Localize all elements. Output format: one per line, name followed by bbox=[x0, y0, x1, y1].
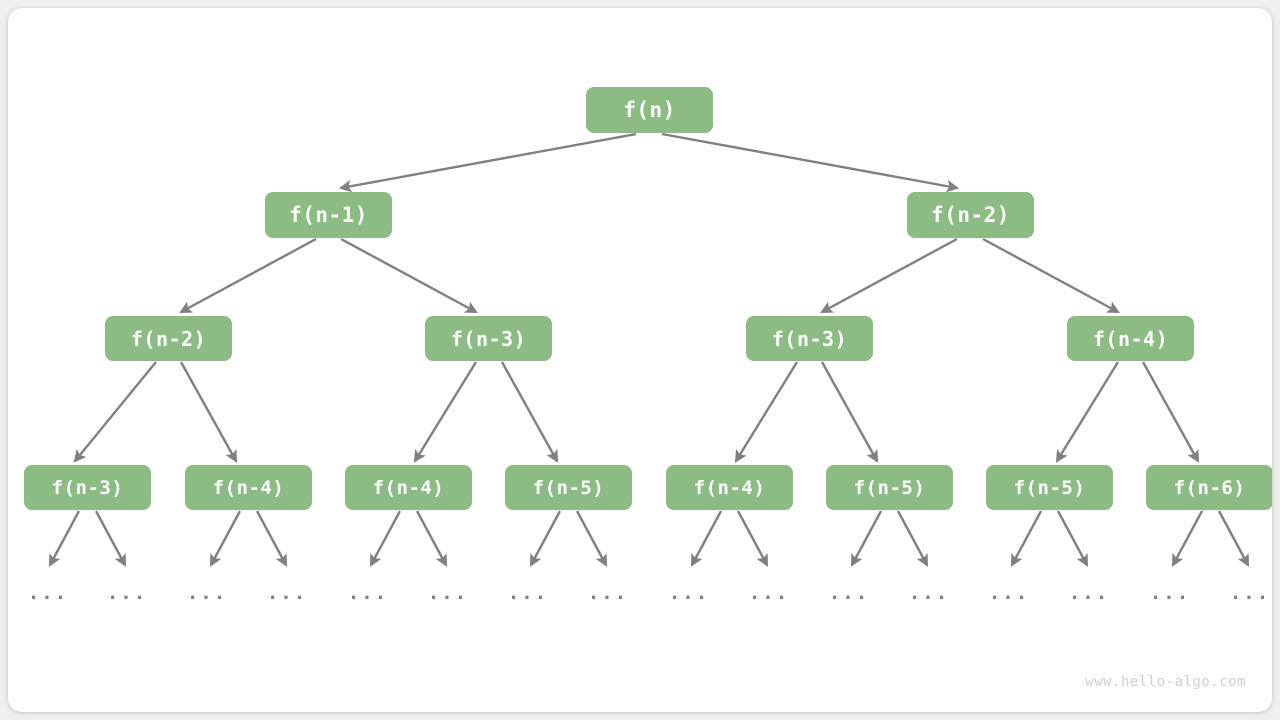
tree-node-n11[interactable]: f(n-4) bbox=[666, 465, 793, 510]
tree-edge-n1-to-n4 bbox=[340, 237, 478, 314]
tree-node-n2[interactable]: f(n-2) bbox=[907, 192, 1034, 238]
leaf-ellipsis-e9: ... bbox=[748, 582, 790, 604]
tree-node-n14[interactable]: f(n-6) bbox=[1146, 465, 1272, 510]
tree-edge-n14-to-e15 bbox=[1217, 510, 1250, 567]
leaf-ellipsis-e14: ... bbox=[1149, 582, 1191, 604]
leaf-ellipsis-e10: ... bbox=[828, 582, 870, 604]
tree-node-n4[interactable]: f(n-3) bbox=[425, 316, 552, 361]
diagram-canvas: f(n) f(n-1) f(n-2) f(n-2) f(n-3) f(n-3) f(n-4)… bbox=[8, 8, 1272, 712]
tree-edge-n5-to-n11 bbox=[734, 361, 799, 463]
leaf-ellipsis-e0: ... bbox=[27, 582, 69, 604]
tree-edge-n3-to-n8 bbox=[179, 361, 238, 463]
tree-edge-n4-to-n10 bbox=[500, 361, 559, 463]
tree-edge-n13-to-e12 bbox=[1010, 510, 1043, 567]
tree-node-n7[interactable]: f(n-3) bbox=[24, 465, 151, 510]
edge-group bbox=[48, 132, 1250, 567]
leaf-ellipsis-e13: ... bbox=[1068, 582, 1110, 604]
leaf-ellipsis-e5: ... bbox=[427, 582, 469, 604]
leaf-ellipsis-e15: ... bbox=[1229, 582, 1271, 604]
leaf-ellipsis-e3: ... bbox=[266, 582, 308, 604]
leaf-ellipsis-e11: ... bbox=[908, 582, 950, 604]
leaf-ellipsis-e6: ... bbox=[507, 582, 549, 604]
tree-node-n10[interactable]: f(n-5) bbox=[505, 465, 632, 510]
tree-edge-n0-to-n1 bbox=[338, 132, 637, 193]
leaf-ellipsis-e1: ... bbox=[106, 582, 148, 604]
watermark-label: www.hello-algo.com bbox=[1085, 674, 1246, 690]
tree-edge-n7-to-e1 bbox=[94, 510, 127, 567]
tree-edge-n10-to-e7 bbox=[575, 510, 608, 567]
tree-node-n6[interactable]: f(n-4) bbox=[1067, 316, 1194, 361]
tree-node-n8[interactable]: f(n-4) bbox=[185, 465, 312, 510]
tree-edge-n12-to-e11 bbox=[896, 510, 929, 567]
tree-node-n12[interactable]: f(n-5) bbox=[826, 465, 953, 510]
tree-edge-n10-to-e6 bbox=[529, 510, 562, 567]
tree-node-n5[interactable]: f(n-3) bbox=[746, 316, 873, 361]
tree-edge-n4-to-n9 bbox=[413, 361, 478, 463]
leaf-ellipsis-e4: ... bbox=[347, 582, 389, 604]
tree-edge-n14-to-e14 bbox=[1171, 510, 1204, 567]
tree-edge-n3-to-n7 bbox=[73, 361, 157, 463]
leaf-ellipsis-e7: ... bbox=[587, 582, 629, 604]
tree-edge-n8-to-e2 bbox=[209, 510, 242, 567]
leaf-ellipsis-e2: ... bbox=[186, 582, 228, 604]
tree-edge-n9-to-e4 bbox=[369, 510, 402, 567]
recursion-tree-edges bbox=[48, 132, 1250, 567]
tree-edge-n6-to-n14 bbox=[1141, 361, 1200, 463]
tree-edge-n13-to-e13 bbox=[1056, 510, 1089, 567]
tree-edge-n11-to-e9 bbox=[736, 510, 769, 567]
tree-node-n13[interactable]: f(n-5) bbox=[986, 465, 1113, 510]
tree-node-n3[interactable]: f(n-2) bbox=[105, 316, 232, 361]
tree-edge-n5-to-n12 bbox=[820, 361, 879, 463]
tree-edge-n2-to-n5 bbox=[820, 237, 958, 314]
tree-edge-n8-to-e3 bbox=[255, 510, 288, 567]
tree-node-n0[interactable]: f(n) bbox=[586, 87, 713, 133]
tree-node-n1[interactable]: f(n-1) bbox=[265, 192, 392, 238]
tree-edge-n9-to-e5 bbox=[415, 510, 448, 567]
tree-edge-n6-to-n13 bbox=[1055, 361, 1120, 463]
tree-edge-n1-to-n3 bbox=[179, 237, 317, 314]
leaf-ellipsis-e12: ... bbox=[988, 582, 1030, 604]
tree-node-n9[interactable]: f(n-4) bbox=[345, 465, 472, 510]
tree-edge-n12-to-e10 bbox=[850, 510, 883, 567]
tree-edge-n11-to-e8 bbox=[690, 510, 723, 567]
tree-edge-n2-to-n6 bbox=[982, 237, 1120, 314]
leaf-ellipsis-e8: ... bbox=[668, 582, 710, 604]
tree-edge-n0-to-n2 bbox=[661, 132, 960, 193]
tree-edge-n7-to-e0 bbox=[48, 510, 81, 567]
